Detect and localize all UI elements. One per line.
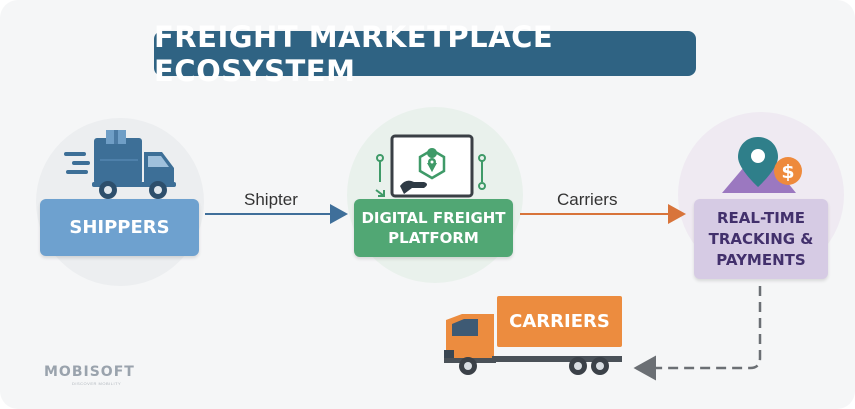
carriers-label: CARRIERS bbox=[509, 311, 610, 332]
diagram-title: FREIGHT MARKETPLACE ECOSYSTEM bbox=[154, 19, 554, 88]
logo: MOBISOFT DISCOVER MOBILITY bbox=[44, 364, 135, 386]
tracking-label: REAL-TIME TRACKING & PAYMENTS bbox=[708, 208, 814, 269]
tracking-node: REAL-TIME TRACKING & PAYMENTS bbox=[694, 199, 828, 279]
laptop-location-icon bbox=[375, 134, 486, 198]
title-banner: FREIGHT MARKETPLACE ECOSYSTEM bbox=[154, 20, 696, 88]
platform-label: DIGITAL FREIGHT PLATFORM bbox=[361, 209, 506, 247]
cargo-truck-icon bbox=[444, 314, 622, 375]
platform-node: DIGITAL FREIGHT PLATFORM bbox=[354, 199, 513, 257]
location-pin-dollar-icon: $ bbox=[722, 137, 802, 193]
shippers-node: SHIPPERS bbox=[40, 199, 199, 256]
edge-label-shipter: Shipter bbox=[244, 190, 298, 209]
shippers-label: SHIPPERS bbox=[69, 217, 170, 238]
logo-text: MOBISOFT bbox=[44, 364, 135, 380]
carriers-node: CARRIERS bbox=[497, 296, 622, 347]
delivery-van-icon bbox=[64, 130, 176, 199]
logo-tagline: DISCOVER MOBILITY bbox=[72, 381, 122, 386]
arrow-tracking-to-carriers bbox=[633, 286, 762, 381]
edge-label-carriers: Carriers bbox=[557, 190, 618, 209]
svg-text:$: $ bbox=[781, 161, 794, 183]
